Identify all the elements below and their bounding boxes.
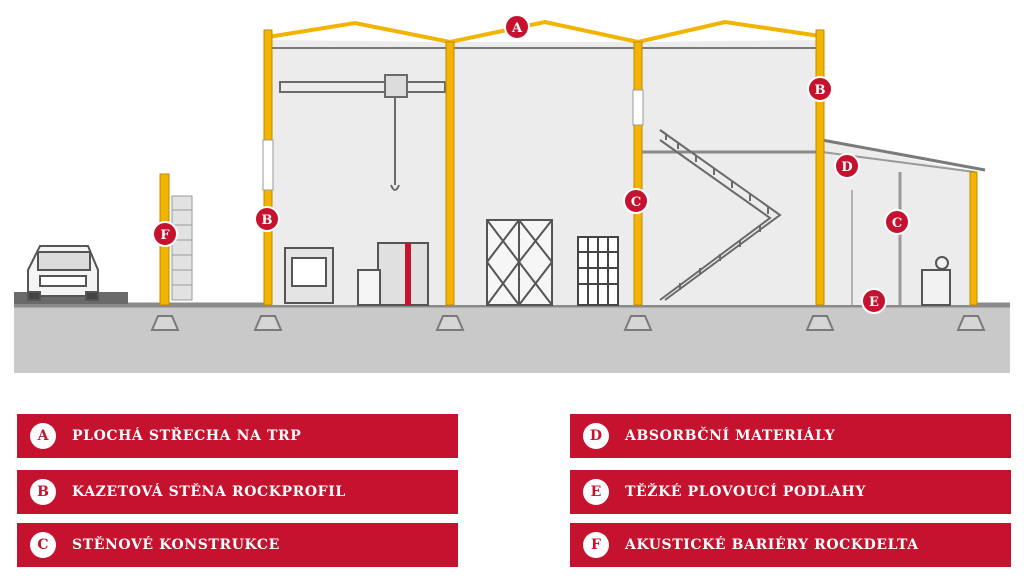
marker-circle: [884, 209, 910, 235]
legend-label: TĚŽKÉ PLOVOUCÍ PODLAHY: [625, 484, 866, 500]
marker-b2: B: [807, 76, 833, 102]
marker-letter: D: [841, 160, 852, 175]
legend-letter-badge: E: [583, 479, 609, 505]
marker-c1: C: [623, 188, 649, 214]
window-strip-2: [632, 89, 644, 126]
marker-letter: B: [815, 83, 826, 98]
legend-item-d: D ABSORBČNÍ MATERIÁLY: [570, 414, 1011, 458]
legend-label: KAZETOVÁ STĚNA ROCKPROFIL: [72, 484, 346, 500]
marker-e: E: [861, 288, 887, 314]
legend-letter-badge: B: [30, 479, 56, 505]
marker-circle: [834, 153, 860, 179]
marker-circle: [504, 14, 530, 40]
legend-item-e: E TĚŽKÉ PLOVOUCÍ PODLAHY: [570, 470, 1011, 514]
marker-c2: C: [884, 209, 910, 235]
column-3: [633, 41, 643, 306]
marker-circle: [623, 188, 649, 214]
marker-f: F: [152, 221, 178, 247]
machine-2: [357, 242, 429, 306]
footings: [150, 315, 986, 331]
legend-item-a: A PLOCHÁ STŘECHA NA TRP: [17, 414, 458, 458]
legend-letter-badge: A: [30, 423, 56, 449]
column-4: [815, 29, 825, 306]
legend-item-b: B KAZETOVÁ STĚNA ROCKPROFIL: [17, 470, 458, 514]
staircase: [659, 129, 782, 301]
column-2: [445, 41, 455, 306]
legend-label: STĚNOVÉ KONSTRUKCE: [72, 537, 280, 553]
main-hall-interior: [270, 40, 820, 305]
marker-b1: B: [254, 206, 280, 232]
marker-circle: [254, 206, 280, 232]
marker-d: D: [834, 153, 860, 179]
legend-letter-badge: D: [583, 423, 609, 449]
machine-3: [921, 256, 951, 306]
legend-item-c: C STĚNOVÉ KONSTRUKCE: [17, 523, 458, 567]
marker-letter: A: [511, 21, 523, 36]
acoustic-barrier: [171, 195, 193, 301]
double-door: [486, 219, 553, 306]
ground-slab: [14, 307, 1010, 373]
legend-label: PLOCHÁ STŘECHA NA TRP: [72, 428, 302, 444]
markers-layer: A B B C C D E F: [152, 14, 910, 314]
machine-1: [284, 247, 334, 304]
overhead-crane: [279, 74, 446, 191]
marker-circle: [807, 76, 833, 102]
building-cross-section: A B B C C D E F: [14, 14, 1010, 373]
roof-truss: [267, 19, 821, 49]
marker-letter: C: [892, 216, 902, 231]
marker-circle: [152, 221, 178, 247]
legend-label: ABSORBČNÍ MATERIÁLY: [625, 428, 836, 444]
marker-a: A: [504, 14, 530, 40]
legend-item-f: F AKUSTICKÉ BARIÉRY ROCKDELTA: [570, 523, 1011, 567]
legend-letter-badge: C: [30, 532, 56, 558]
marker-letter: E: [869, 295, 879, 310]
marker-letter: F: [160, 228, 170, 243]
legend-letter-badge: F: [583, 532, 609, 558]
marker-letter: C: [631, 195, 641, 210]
column-5: [969, 171, 978, 306]
legend-label: AKUSTICKÉ BARIÉRY ROCKDELTA: [625, 537, 919, 553]
marker-letter: B: [262, 213, 273, 228]
pallet-stack: [577, 236, 619, 306]
window-strip: [262, 139, 274, 191]
car: [14, 245, 128, 304]
marker-circle: [861, 288, 887, 314]
